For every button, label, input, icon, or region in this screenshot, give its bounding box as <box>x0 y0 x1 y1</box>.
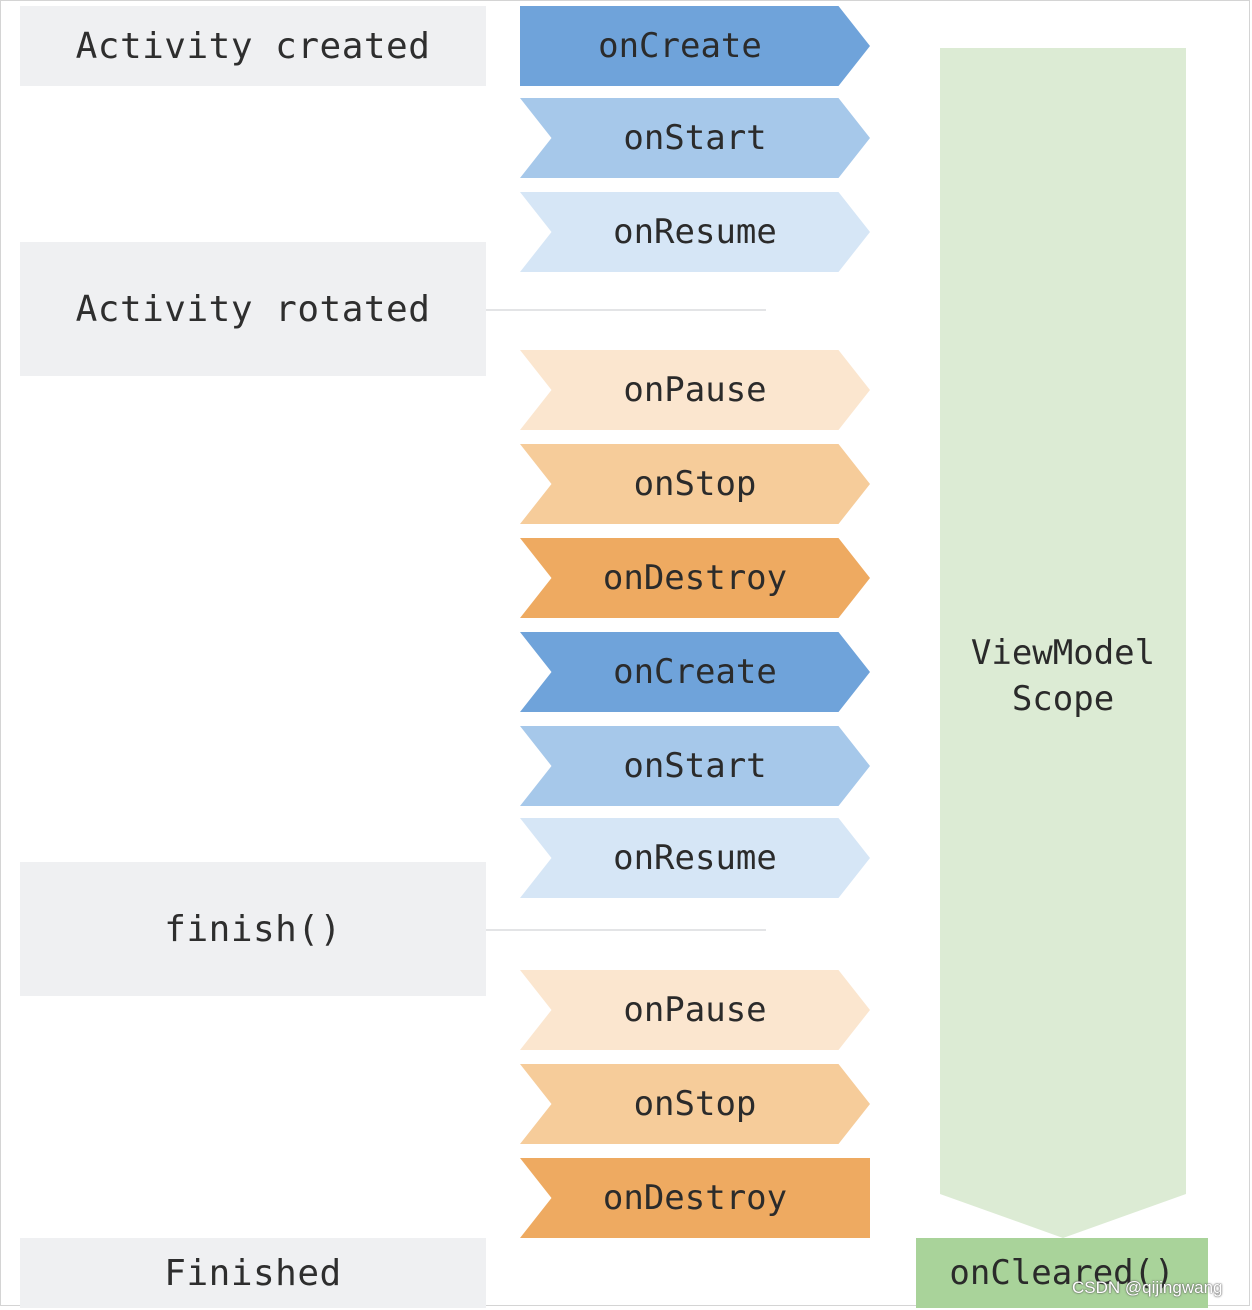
chevron-on-pause-2: onPause <box>520 970 870 1050</box>
chevron-on-stop-2: onStop <box>520 1064 870 1144</box>
event-finished: Finished <box>20 1238 486 1308</box>
viewmodel-scope-label: ViewModel Scope <box>940 630 1186 722</box>
rotated-connector-line <box>486 309 766 311</box>
event-activity-rotated: Activity rotated <box>20 242 486 376</box>
on-cleared-box: onCleared() <box>916 1238 1208 1308</box>
chevron-on-stop: onStop <box>520 444 870 524</box>
event-finish: finish() <box>20 862 486 996</box>
chevron-on-create: onCreate <box>520 6 870 86</box>
chevron-on-destroy-2: onDestroy <box>520 1158 870 1238</box>
scope-label-line2: Scope <box>1011 679 1115 719</box>
viewmodel-scope-bar <box>940 48 1186 1238</box>
event-activity-created: Activity created <box>20 6 486 86</box>
finish-connector-line <box>486 929 766 931</box>
chevron-on-create-2: onCreate <box>520 632 870 712</box>
watermark: CSDN @qijingwang <box>1072 1278 1223 1297</box>
chevron-on-resume: onResume <box>520 192 870 272</box>
chevron-on-start-2: onStart <box>520 726 870 806</box>
chevron-on-pause: onPause <box>520 350 870 430</box>
scope-label-line1: ViewModel <box>970 633 1156 673</box>
chevron-on-start: onStart <box>520 98 870 178</box>
chevron-on-destroy: onDestroy <box>520 538 870 618</box>
chevron-on-resume-2: onResume <box>520 818 870 898</box>
